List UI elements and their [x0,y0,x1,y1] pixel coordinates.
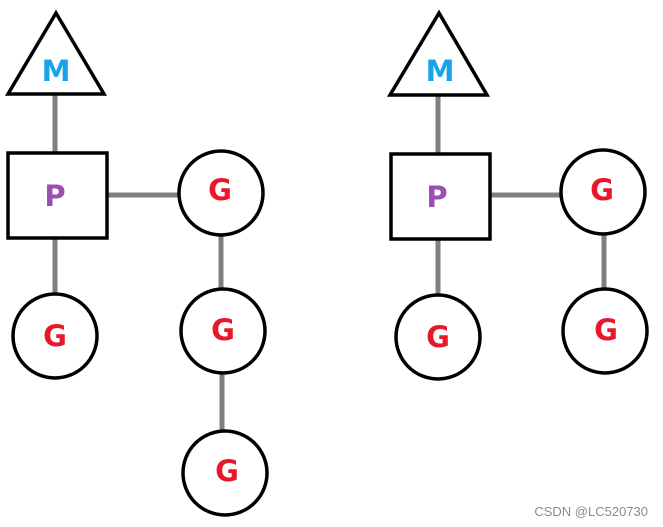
left-g-running-circle [11,292,99,380]
right-g-queue-label-1: G [590,173,614,207]
left-g-queue-label-1: G [208,173,232,207]
right-g-queue-circle-1 [559,148,647,236]
right-diagram: M P G G G [386,9,649,381]
right-g-running-circle [394,293,482,381]
right-g-running-label: G [426,320,450,354]
watermark: CSDN @LC520730 [534,504,648,519]
left-g-queue-circle-2 [179,287,267,375]
right-g-queue-circle-2 [561,287,649,375]
left-g-queue-circle-1 [177,149,265,237]
right-m-label: M [426,54,455,88]
right-p-label: P [426,180,447,214]
left-g-queue-circle-3 [181,429,269,517]
left-g-queue-label-3: G [215,454,239,488]
left-g-running-label: G [43,319,67,353]
right-m-triangle [386,9,491,97]
left-diagram: M P G G G G [4,9,269,517]
left-p-label: P [44,179,65,213]
right-g-queue-label-2: G [594,313,618,347]
right-p-box [389,152,492,241]
left-m-triangle [4,9,108,96]
left-m-label: M [42,54,71,88]
left-g-queue-label-2: G [211,313,235,347]
left-p-box [6,151,109,240]
